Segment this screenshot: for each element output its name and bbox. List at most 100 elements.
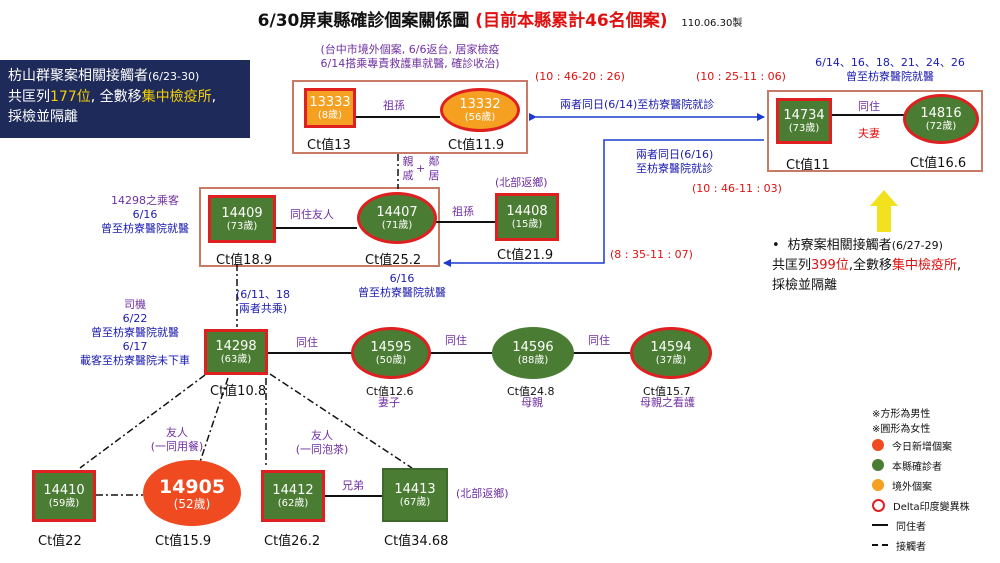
role-14594: 母親之看護 — [640, 396, 695, 409]
right-note-line2c: , — [957, 258, 962, 273]
note-driver-5: 載客至枋寮醫院未下車 — [80, 354, 190, 367]
ct-14298: Ct值10.8 — [210, 384, 267, 399]
ct-14816: Ct值16.6 — [910, 156, 967, 171]
notice-line2-place: 集中檢疫所 — [141, 89, 212, 105]
case-id: 14734 — [783, 107, 825, 123]
right-note-line1-date: (6/27-29) — [891, 239, 943, 252]
case-14409: 14409 (73歲) — [208, 195, 276, 243]
case-age: (67歲) — [399, 496, 431, 508]
case-id: 14816 — [920, 105, 962, 121]
line-14298-14413 — [269, 373, 413, 469]
notice-line2-num: 177位 — [50, 89, 91, 105]
note-hosp-14407: 6/16 曾至枋寮醫院就醫 — [352, 272, 452, 300]
note-driver-2: 6/22 — [122, 312, 148, 325]
note-hosp-14407-2: 曾至枋寮醫院就醫 — [358, 286, 446, 299]
note-hosp-dates-1: 6/14、16、18、21、24、26 — [815, 56, 965, 69]
ct-14408: Ct值21.9 — [497, 248, 554, 263]
note-same-day-614: 兩者同日(6/14)至枋寮醫院就診 — [560, 98, 715, 111]
notice-line2c: , — [211, 89, 217, 105]
yellow-up-arrow — [870, 190, 898, 232]
solid-line-icon — [872, 524, 888, 526]
right-note-line2-num: 399位 — [811, 258, 849, 273]
case-id: 14595 — [370, 339, 412, 355]
case-id: 14413 — [394, 481, 436, 497]
dash-dot-line-icon — [872, 544, 888, 546]
legend-note-male: ※方形為男性 — [872, 408, 931, 420]
note-passenger-1: 14298之乘客 — [111, 194, 179, 207]
case-14594: 14594 (37歲) — [630, 327, 712, 379]
case-age: (56歲) — [464, 111, 496, 123]
label-friend-tea-1: 友人 — [311, 429, 333, 442]
label-north-return-14413: (北部返鄉) — [456, 487, 509, 500]
note-passenger-3: 曾至枋寮醫院就醫 — [101, 222, 189, 235]
case-13333: 13333 (8歲) — [304, 88, 356, 128]
label-friend-tea-2: (一同泡茶) — [295, 443, 349, 456]
case-id: 14408 — [506, 203, 548, 219]
legend-new-today: 今日新增個案 — [872, 435, 998, 455]
case-14595: 14595 (50歲) — [351, 327, 431, 379]
case-age: (88歲) — [517, 354, 549, 366]
case-14412: 14412 (62歲) — [261, 470, 325, 522]
note-driver-4: 6/17 — [122, 340, 148, 353]
notice-line1-date: (6/23-30) — [148, 70, 200, 83]
label-friend-tea: 友人 (一同泡茶) — [290, 429, 354, 457]
label-relatives-2: 戚 — [402, 169, 414, 182]
note-hosp-dates: 6/14、16、18、21、24、26 曾至枋寮醫院就醫 — [790, 56, 990, 84]
legend-new-today-label: 今日新增個案 — [892, 441, 952, 453]
label-cohab-friend: 同住友人 — [290, 208, 334, 221]
case-age: (8歲) — [317, 109, 343, 121]
group-frame-13333 — [292, 80, 528, 154]
note-same-day-616-1: 兩者同日(6/16) — [636, 148, 714, 161]
note-driver: 司機 6/22 曾至枋寮醫院就醫 6/17 載客至枋寮醫院未下車 — [72, 298, 198, 368]
label-friend-meal-1: 友人 — [166, 426, 188, 439]
arrow-14734-14407 — [443, 139, 764, 267]
case-14407: 14407 (71歲) — [357, 192, 437, 244]
red-dot-icon — [872, 439, 884, 451]
case-age: (63歲) — [220, 353, 252, 365]
case-age: (71歲) — [381, 219, 413, 231]
legend-delta-label: Delta印度變異株 — [893, 501, 970, 513]
case-age: (15歲) — [511, 218, 543, 230]
title-date: 110.06.30製 — [681, 18, 743, 29]
case-14905: 14905 (52歲) — [143, 460, 241, 526]
time-label-d: (8 : 35-11 : 07) — [610, 248, 693, 261]
legend-imported: 境外個案 — [872, 475, 998, 495]
case-14410: 14410 (59歲) — [32, 470, 96, 522]
time-label-b: (10 : 25-11 : 06) — [696, 70, 786, 83]
case-14596: 14596 (88歲) — [492, 327, 574, 379]
case-id: 14596 — [512, 339, 554, 355]
case-id: 14594 — [650, 339, 692, 355]
ct-14407: Ct值25.2 — [365, 253, 422, 268]
case-age: (59歲) — [48, 497, 80, 509]
orange-dot-icon — [872, 479, 884, 491]
ct-14594: Ct值15.7 — [643, 385, 691, 398]
notice-line1: 枋山群聚案相關接觸者 — [8, 68, 148, 84]
role-14596: 母親 — [521, 396, 543, 409]
right-note-line2a: 共匡列 — [772, 258, 812, 273]
notice-line2b: , 全數移 — [90, 89, 142, 105]
ct-14412: Ct值26.2 — [264, 534, 321, 549]
case-age: (73歲) — [226, 220, 258, 232]
legend-cohabitant: 同住者 — [872, 515, 998, 535]
page-title: 6/30屏東縣確診個案關係圖 (目前本縣累計46名個案) 110.06.30製 — [0, 6, 1000, 31]
note-hosp-dates-2: 曾至枋寮醫院就醫 — [846, 70, 934, 83]
case-13332: 13332 (56歲) — [440, 88, 520, 132]
ct-13333: Ct值13 — [307, 138, 351, 153]
label-friend-meal-2: (一同用餐) — [150, 440, 204, 453]
label-cohab-14595: 同住 — [296, 336, 318, 349]
case-id: 13333 — [309, 94, 351, 110]
legend-imported-label: 境外個案 — [892, 481, 932, 493]
top-note-line1: (台中市境外個案, 6/6返台, 居家檢疫 — [320, 43, 500, 56]
label-neighbors-1: 鄰 — [428, 155, 440, 168]
ct-14413: Ct值34.68 — [384, 534, 449, 549]
case-age: (73歲) — [788, 122, 820, 134]
case-14413: 14413 (67歲) — [382, 468, 448, 522]
case-age: (72歲) — [925, 120, 957, 132]
ct-14734: Ct值11 — [786, 158, 830, 173]
title-highlight: (目前本縣累計46名個案) — [475, 11, 668, 31]
legend-cohabitant-label: 同住者 — [896, 521, 926, 533]
label-cohab-14734: 同住 — [858, 100, 880, 113]
note-hosp-14407-1: 6/16 — [389, 272, 415, 285]
case-age: (62歲) — [277, 497, 309, 509]
right-note-line1: 枋寮案相關接觸者 — [787, 238, 892, 253]
